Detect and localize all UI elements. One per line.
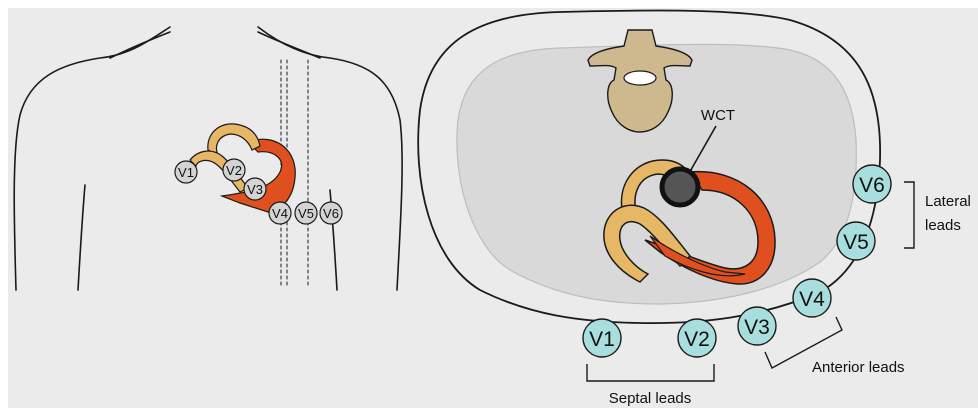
left-border: [0, 0, 8, 408]
septal-label: Septal leads: [609, 390, 692, 407]
cross-electrode-v6: V6: [853, 165, 891, 203]
chest-electrode-v3: V3: [244, 178, 266, 200]
wct-label: WCT: [701, 107, 735, 124]
cross-electrode-v4-label: V4: [799, 288, 825, 311]
cross-electrode-v2-label: V2: [684, 328, 710, 351]
cross-electrode-v1-label: V1: [589, 328, 615, 351]
anterior-label: Anterior leads: [812, 359, 905, 376]
wct-terminal: [662, 169, 698, 205]
chest-electrode-v6: V6: [320, 202, 342, 224]
cross-electrode-v3-label: V3: [744, 316, 770, 339]
lateral-label-line1: Lateral: [925, 193, 971, 210]
chest-electrode-v4-label: V4: [272, 206, 288, 221]
chest-electrode-v2: V2: [223, 159, 245, 181]
chest-electrode-v6-label: V6: [323, 206, 339, 221]
chest-electrode-v3-label: V3: [247, 182, 263, 197]
chest-electrode-v1-label: V1: [178, 165, 194, 180]
chest-electrode-v5: V5: [295, 202, 317, 224]
cross-electrode-v6-label: V6: [859, 174, 885, 197]
chest-electrode-v1: V1: [175, 161, 197, 183]
cross-electrode-v4: V4: [793, 279, 831, 317]
top-border: [0, 0, 978, 8]
cross-electrode-v5-label: V5: [843, 231, 869, 254]
cross-electrode-v1: V1: [583, 319, 621, 357]
vertebral-foramen: [624, 71, 656, 85]
lateral-label-line2: leads: [925, 217, 961, 234]
chest-electrode-v2-label: V2: [226, 163, 242, 178]
cross-electrode-v5: V5: [837, 222, 875, 260]
chest-electrode-v5-label: V5: [298, 206, 314, 221]
cross-electrode-v2: V2: [678, 319, 716, 357]
chest-electrode-v4: V4: [269, 202, 291, 224]
cross-electrode-v3: V3: [738, 307, 776, 345]
